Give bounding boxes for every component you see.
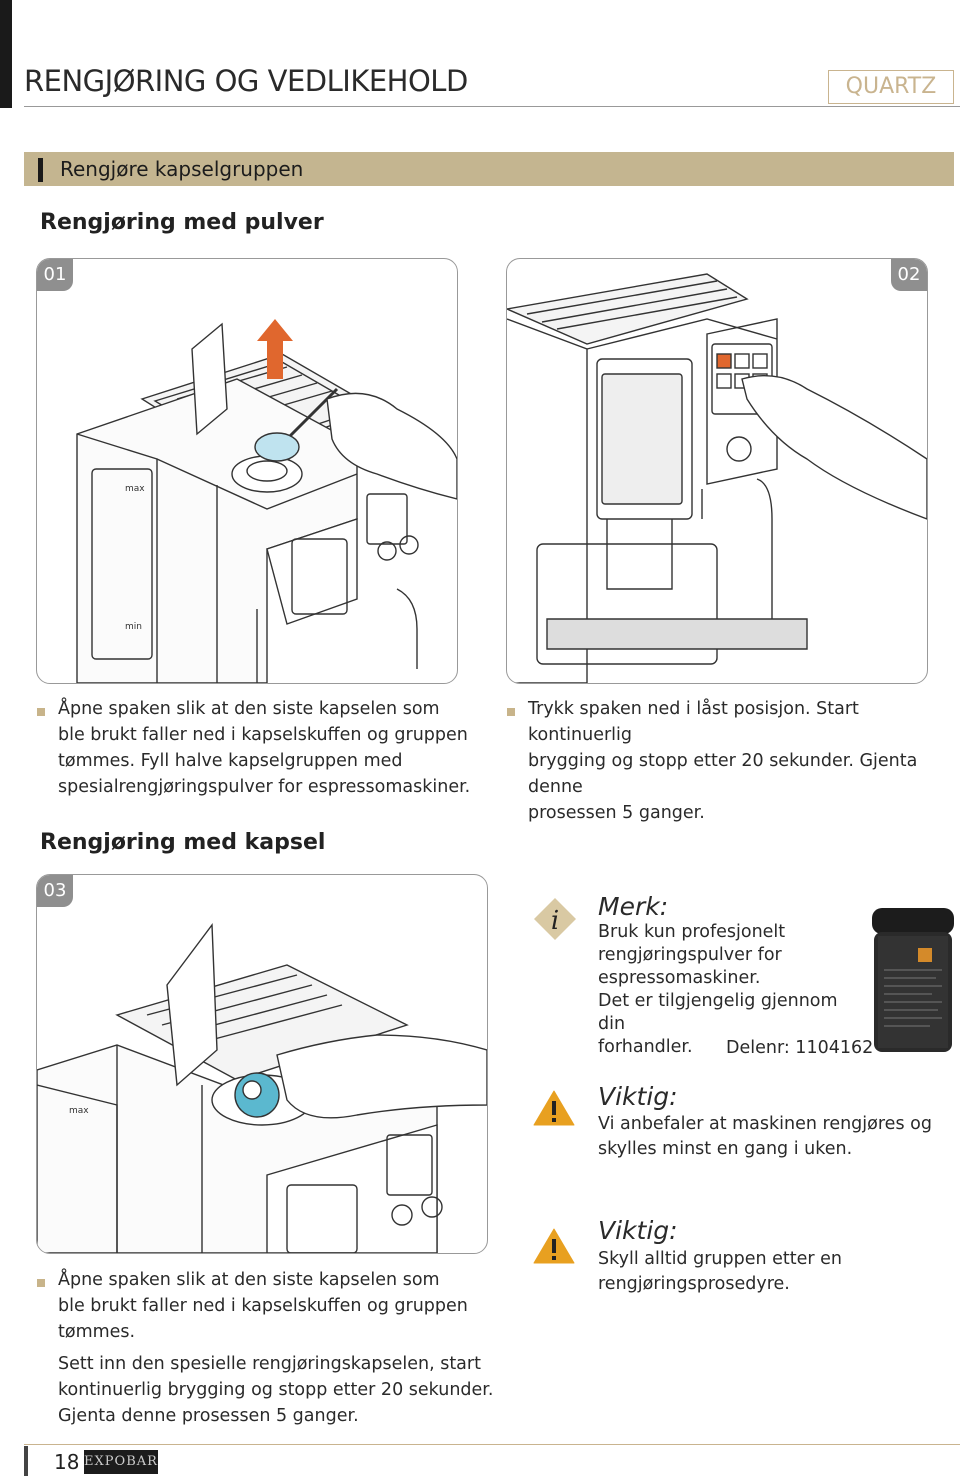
powder-heading: Rengjøring med pulver (40, 210, 324, 235)
merk-title: Merk: (598, 892, 669, 921)
step1-illustration-panel: 01 (36, 258, 458, 684)
max-label: max (69, 1106, 89, 1116)
viktig1-title: Viktig: (598, 1082, 678, 1111)
cleaning-powder-jar-image (872, 908, 954, 1052)
brand-label: QUARTZ (828, 70, 954, 104)
max-label: max (125, 484, 145, 494)
viktig2-line: rengjøringsprosedyre. (598, 1274, 790, 1294)
viktig2-title: Viktig: (598, 1216, 678, 1245)
viktig2-text: Skyll alltid gruppen etter en rengjøring… (598, 1247, 948, 1297)
min-label: min (125, 622, 142, 632)
step2-text: Trykk spaken ned i låst posisjon. Start … (528, 696, 958, 826)
merk-line: Det er tilgjengelig gjennom din (598, 991, 838, 1034)
viktig1-line: skylles minst en gang i uken. (598, 1139, 853, 1159)
step3-illustration-panel: 03 max (36, 874, 488, 1254)
step1-line: ble brukt faller ned i kapselskuffen og … (58, 725, 468, 745)
viktig2-line: Skyll alltid gruppen etter en (598, 1249, 843, 1269)
step1-line: tømmes. Fyll halve kapselgruppen med (58, 751, 403, 771)
step3-number-badge: 03 (37, 875, 73, 907)
section-band: Rengjøre kapselgruppen (24, 152, 954, 186)
step2-line: prosessen 5 ganger. (528, 803, 705, 823)
header-divider (24, 106, 960, 107)
step3-text-part2: Sett inn den spesielle rengjøringskapsel… (58, 1351, 498, 1429)
step3-line: kontinuerlig brygging og stopp etter 20 … (58, 1380, 494, 1400)
left-accent-bar (0, 0, 12, 108)
step3-line: Åpne spaken slik at den siste kapselen s… (58, 1270, 440, 1290)
expobar-logo: EXPOBAR (84, 1450, 158, 1474)
page-title: RENGJØRING OG VEDLIKEHOLD (24, 64, 468, 98)
merk-line: espressomaskiner. (598, 968, 761, 988)
viktig1-line: Vi anbefaler at maskinen rengjøres og (598, 1114, 932, 1134)
page-number: 18 (54, 1450, 80, 1474)
merk-text: Bruk kun profesjonelt rengjøringspulver … (598, 921, 868, 1059)
step2-illustration-panel: 02 (506, 258, 928, 684)
step1-number-badge: 01 (37, 259, 73, 291)
step3-line: Sett inn den spesielle rengjøringskapsel… (58, 1354, 481, 1374)
part-number: Delenr: 1104162 (726, 1038, 874, 1058)
merk-line: rengjøringspulver for (598, 945, 782, 965)
merk-line: Bruk kun profesjonelt (598, 922, 786, 942)
machine-button-press-illustration (507, 273, 927, 683)
step1-bullet (37, 708, 45, 716)
step2-line: Trykk spaken ned i låst posisjon. Start … (528, 699, 859, 745)
step3-line: Gjenta denne prosessen 5 ganger. (58, 1406, 359, 1426)
machine-capsule-illustration: max (37, 923, 487, 1253)
machine-powder-illustration: max min (76, 319, 457, 683)
step2-bullet (507, 708, 515, 716)
step3-line: tømmes. (58, 1322, 136, 1342)
step3-text-part1: Åpne spaken slik at den siste kapselen s… (58, 1267, 498, 1345)
step2-line: brygging og stopp etter 20 sekunder. Gje… (528, 751, 918, 797)
section-tick (38, 158, 43, 182)
step1-text: Åpne spaken slik at den siste kapselen s… (58, 696, 478, 800)
step1-line: Åpne spaken slik at den siste kapselen s… (58, 699, 440, 719)
warning-icon (533, 1090, 575, 1126)
step3-bullet (37, 1279, 45, 1287)
footer-bar (24, 1446, 28, 1476)
svg-text:i: i (551, 906, 559, 936)
viktig1-text: Vi anbefaler at maskinen rengjøres og sk… (598, 1112, 948, 1162)
capsule-heading: Rengjøring med kapsel (40, 830, 326, 855)
merk-line: forhandler. (598, 1037, 693, 1057)
info-icon: i (534, 898, 576, 940)
step1-line: spesialrengjøringspulver for espressomas… (58, 777, 471, 797)
section-title: Rengjøre kapselgruppen (60, 157, 304, 181)
warning-icon (533, 1228, 575, 1264)
step2-number-badge: 02 (891, 259, 927, 291)
step3-line: ble brukt faller ned i kapselskuffen og … (58, 1296, 468, 1316)
footer-divider (24, 1444, 960, 1445)
